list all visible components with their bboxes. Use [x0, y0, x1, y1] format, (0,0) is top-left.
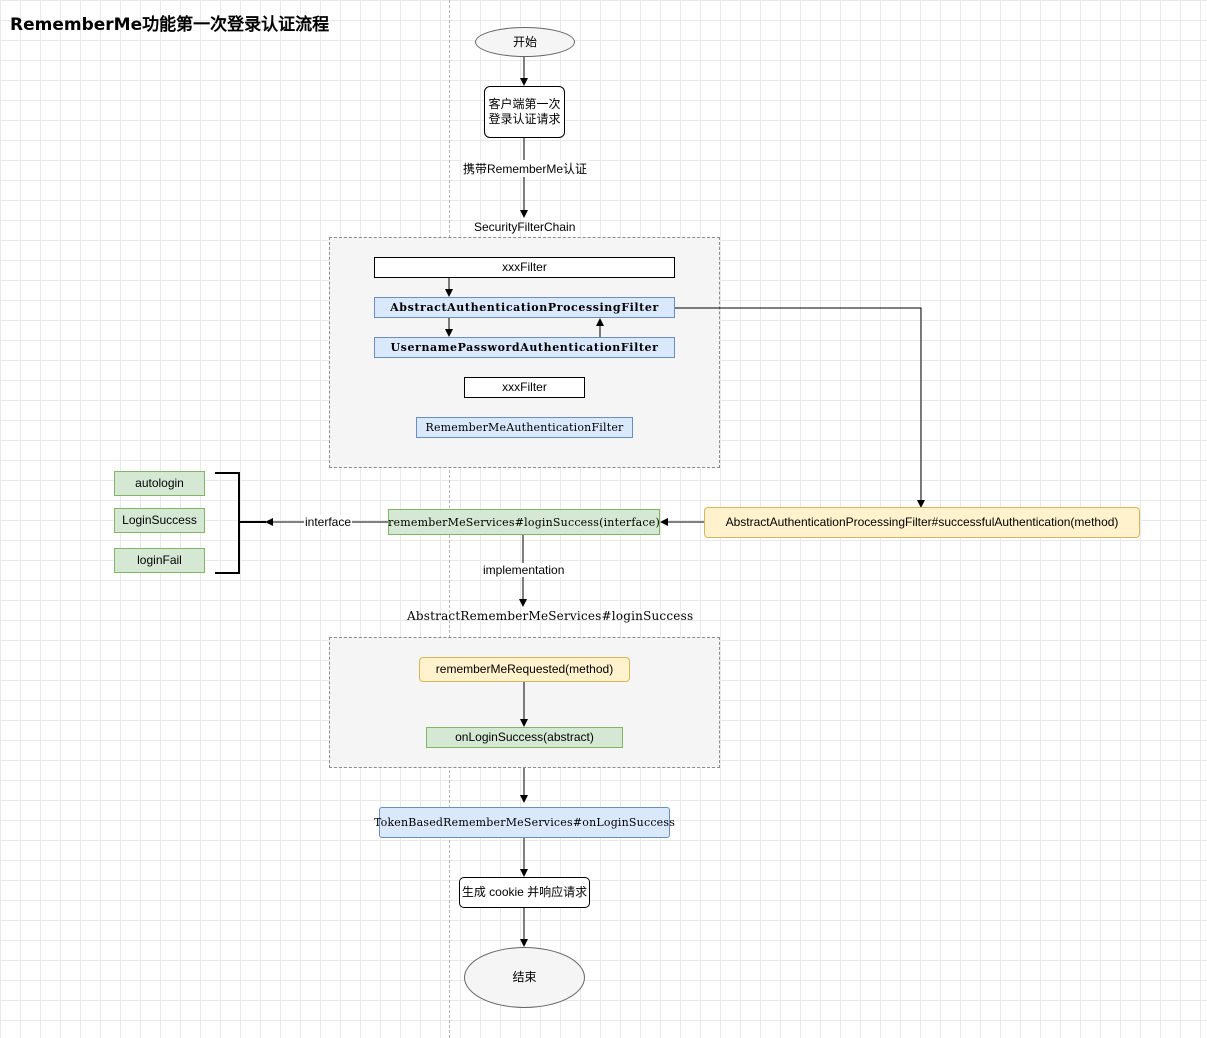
edge-abstract-to-successful-auth	[675, 307, 925, 508]
autologin-node: autologin	[114, 471, 205, 496]
username-password-filter-node: UsernamePasswordAuthenticationFilter	[374, 337, 675, 358]
remember-me-auth-filter-node: RememberMeAuthenticationFilter	[416, 417, 633, 438]
xxx-filter-2-node: xxxFilter	[464, 377, 585, 398]
generate-cookie-node: 生成 cookie 并响应请求	[459, 877, 590, 908]
xxx-filter-1-node: xxxFilter	[374, 257, 675, 278]
client-request-node: 客户端第一次 登录认证请求	[484, 86, 565, 138]
end-node: 结束	[464, 947, 585, 1008]
diagram-title: RememberMe功能第一次登录认证流程	[10, 15, 330, 35]
edge-label-implementation: implementation	[482, 563, 566, 577]
edge-label-carry-remember-me: 携带RememberMe认证	[462, 160, 589, 177]
start-node: 开始	[475, 27, 575, 57]
login-success-node: LoginSuccess	[114, 508, 205, 533]
login-fail-node: loginFail	[114, 548, 205, 573]
on-login-success-node: onLoginSuccess(abstract)	[426, 727, 623, 748]
remember-me-requested-node: rememberMeRequested(method)	[419, 657, 630, 682]
token-based-services-node: TokenBasedRememberMeServices#onLoginSucc…	[374, 807, 675, 838]
successful-authentication-node: AbstractAuthenticationProcessingFilter#s…	[704, 507, 1140, 538]
abstract-remember-me-services-label: AbstractRememberMeServices#loginSuccess	[407, 609, 694, 623]
interface-bracket	[215, 472, 240, 574]
edge-label-interface: interface	[304, 515, 353, 529]
remember-me-services-login-success-node: rememberMeServices#loginSuccess(interfac…	[388, 509, 660, 535]
abstract-auth-filter-node: AbstractAuthenticationProcessingFilter	[374, 297, 675, 318]
security-filter-chain-label: SecurityFilterChain	[474, 220, 576, 234]
